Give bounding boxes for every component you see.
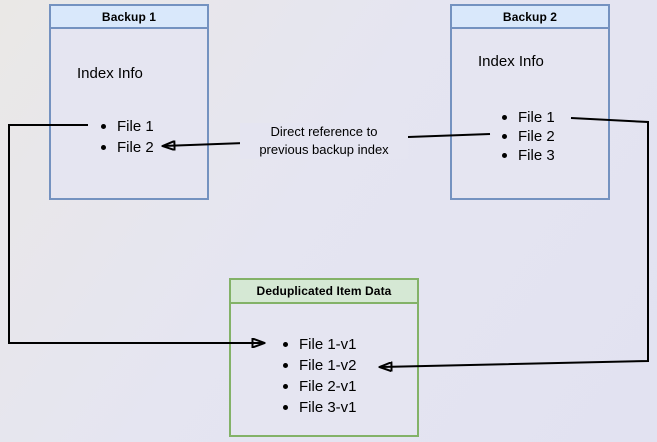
backup1-index-info-label: Index Info — [77, 65, 143, 82]
backup2-file-list: File 1 File 2 File 3 — [500, 108, 555, 165]
backup1-box: Backup 1 Index Info File 1 File 2 — [49, 4, 209, 200]
backup2-box: Backup 2 Index Info File 1 File 2 File 3 — [450, 4, 610, 200]
dedup-title: Deduplicated Item Data — [231, 280, 417, 304]
file-item: File 1 — [99, 116, 154, 137]
dedup-file-list: File 1-v1 File 1-v2 File 2-v1 File 3-v1 — [281, 334, 357, 418]
backup2-index-info-label: Index Info — [478, 53, 544, 70]
backup1-file-list: File 1 File 2 — [99, 116, 154, 158]
direct-reference-label-line1: Direct reference to — [270, 124, 378, 139]
file-item: File 2 — [99, 137, 154, 158]
file-item: File 3-v1 — [281, 397, 357, 418]
direct-reference-label-line2: previous backup index — [259, 142, 389, 157]
file-item: File 2 — [500, 127, 555, 146]
direct-reference-label: Direct reference to previous backup inde… — [240, 123, 408, 159]
file-item: File 1-v1 — [281, 334, 357, 355]
backup1-title: Backup 1 — [51, 6, 207, 29]
backup2-title: Backup 2 — [452, 6, 608, 29]
file-item: File 3 — [500, 146, 555, 165]
deduplicated-item-data-box: Deduplicated Item Data File 1-v1 File 1-… — [229, 278, 419, 437]
file-item: File 1 — [500, 108, 555, 127]
file-item: File 2-v1 — [281, 376, 357, 397]
file-item: File 1-v2 — [281, 355, 357, 376]
